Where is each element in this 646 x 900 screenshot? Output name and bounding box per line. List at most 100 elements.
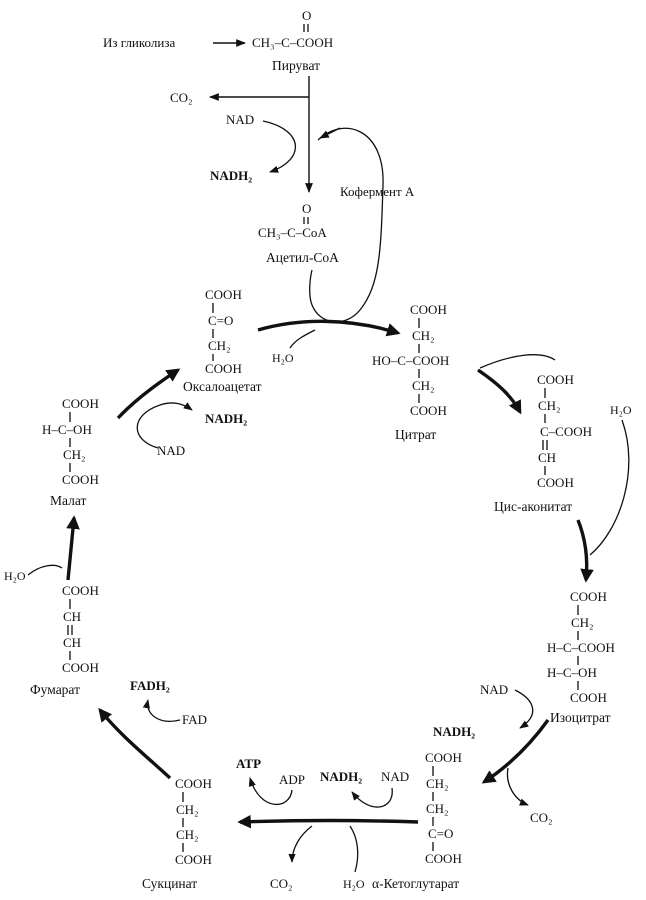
ketoglutarate-line-2: CH₂ — [426, 776, 449, 791]
cis-aconitate-line-4: CH — [538, 450, 556, 465]
malate-line-3: CH₂ — [63, 447, 86, 462]
citrate-name: Цитрат — [395, 427, 436, 442]
fumarate-line-2: CH — [63, 609, 81, 624]
pyruvate-section: Из гликолиза O CH₃–C–COOH Пируват CO₂ NA… — [103, 8, 415, 323]
pyruvate-formula: CH₃–C–COOH — [252, 35, 333, 50]
cis-aconitate-name: Цис-аконитат — [494, 499, 572, 514]
h2o-label-ketoglutarate: H₂O — [343, 877, 365, 891]
nad-label-malate: NAD — [157, 443, 185, 458]
citrate-line-4: CH₂ — [412, 378, 435, 393]
fumarate-molecule: COOH CH CH COOH Фумарат — [30, 583, 99, 697]
malate-name: Малат — [50, 493, 86, 508]
h2o-label-citrate: H₂O — [272, 351, 294, 365]
citrate-line-2: CH₂ — [412, 328, 435, 343]
nadh2-label-top: NADH₂ — [210, 168, 252, 183]
fadh2-label: FADH₂ — [130, 678, 170, 693]
succinate-molecule: COOH CH₂ CH₂ COOH Сукцинат — [142, 776, 212, 891]
oxaloacetate-line-2: C=O — [208, 313, 233, 328]
pyruvate-name: Пируват — [272, 58, 320, 73]
citrate-line-1: COOH — [410, 302, 447, 317]
h2o-label-cis: H₂O — [610, 403, 632, 417]
oxaloacetate-to-citrate-arrow — [257, 319, 401, 337]
oxaloacetate-line-1: COOH — [205, 287, 242, 302]
isocitrate-line-3: H–C–COOH — [547, 640, 615, 655]
isocitrate-line-2: CH₂ — [571, 615, 594, 630]
ketoglutarate-line-3: CH₂ — [426, 801, 449, 816]
co2-label-ketoglutarate: CO₂ — [270, 876, 293, 891]
citrate-line-5: COOH — [410, 403, 447, 418]
fad-reduction-curve — [142, 699, 181, 722]
acetyl-coa-formula: CH₃–C–CoA — [258, 225, 327, 240]
ketoglutarate-line-1: COOH — [425, 750, 462, 765]
ketoglutarate-line-5: COOH — [425, 851, 462, 866]
atp-formation-curve — [248, 777, 293, 805]
isocitrate-line-5: COOH — [570, 690, 607, 705]
oxaloacetate-name: Оксалоацетат — [183, 379, 262, 394]
fumarate-line-3: CH — [63, 635, 81, 650]
succinate-line-1: COOH — [175, 776, 212, 791]
h2o-label-fumarate: H₂O — [4, 569, 26, 583]
succinate-to-fumarate-arrow — [98, 707, 172, 780]
isocitrate-to-ketoglutarate-arrow — [481, 719, 550, 784]
cis-aconitate-molecule: COOH CH₂ C–COOH CH COOH Цис-аконитат — [494, 372, 592, 514]
fumarate-line-1: COOH — [62, 583, 99, 598]
ketoglutarate-to-succinate-arrow — [237, 814, 419, 829]
cis-aconitate-to-isocitrate-arrow — [576, 519, 594, 583]
oxaloacetate-line-3: CH₂ — [208, 338, 231, 353]
malate-line-4: COOH — [62, 472, 99, 487]
cis-aconitate-line-2: CH₂ — [538, 398, 561, 413]
nad-label-ketoglutarate: NAD — [381, 769, 409, 784]
nad-reduction-curve — [262, 120, 297, 173]
isocitrate-molecule: COOH CH₂ H–C–COOH H–C–OH COOH Изоцитрат — [547, 589, 615, 725]
coenzyme-a-loop — [309, 127, 384, 323]
acetyl-oxygen: O — [302, 201, 311, 216]
citrate-line-3: HO–C–COOH — [372, 353, 449, 368]
malate-line-1: COOH — [62, 396, 99, 411]
succinate-line-3: CH₂ — [176, 827, 199, 842]
succinate-line-2: CH₂ — [176, 802, 199, 817]
co2-label-top: CO₂ — [170, 90, 193, 105]
atp-label: ATP — [236, 756, 261, 771]
fad-label: FAD — [182, 712, 207, 727]
oxaloacetate-molecule: COOH C=O CH₂ COOH Оксалоацетат — [183, 287, 262, 394]
acetyl-coa-name: Ацетил-CoA — [266, 250, 339, 265]
cis-aconitate-line-5: COOH — [537, 475, 574, 490]
coenzyme-a-label: Кофермент А — [340, 184, 415, 199]
ketoglutarate-line-4: C=O — [428, 826, 453, 841]
isocitrate-line-4: H–C–OH — [547, 665, 597, 680]
nad-reduction-curve-isocitrate — [514, 689, 534, 729]
coenzyme-a-return-arrow — [319, 127, 341, 139]
nad-reduction-curve-malate — [136, 402, 193, 449]
adp-label: ADP — [279, 772, 305, 787]
co2-label-isocitrate: CO₂ — [530, 810, 553, 825]
succinate-name: Сукцинат — [142, 876, 197, 891]
oxaloacetate-line-4: COOH — [205, 361, 242, 376]
isocitrate-name: Изоцитрат — [550, 710, 611, 725]
malate-line-2: H–C–OH — [42, 422, 92, 437]
cis-aconitate-line-3: C–COOH — [540, 424, 592, 439]
nad-label-top: NAD — [226, 112, 254, 127]
citrate-to-cis-aconitate-arrow — [477, 368, 522, 415]
isocitrate-line-1: COOH — [570, 589, 607, 604]
h2o-uptake-curve-ketoglutarate — [349, 825, 359, 873]
h2o-uptake-curve-fumarate — [27, 564, 63, 576]
cis-aconitate-line-1: COOH — [537, 372, 574, 387]
h2o-uptake-curve-isocitrate — [589, 419, 630, 556]
malate-molecule: COOH H–C–OH CH₂ COOH Малат — [42, 396, 99, 508]
from-glycolysis-label: Из гликолиза — [103, 35, 175, 50]
pyruvate-oxygen: O — [302, 8, 311, 23]
h2o-release-curve-cis — [479, 354, 556, 369]
ketoglutarate-molecule: COOH CH₂ CH₂ C=O COOH α-Кетоглутарат — [372, 750, 462, 891]
fumarate-line-4: COOH — [62, 660, 99, 675]
nad-label-isocitrate: NAD — [480, 682, 508, 697]
co2-release-curve-ketoglutarate — [288, 825, 313, 863]
fumarate-to-malate-arrow — [66, 515, 80, 581]
succinate-line-4: COOH — [175, 852, 212, 867]
ketoglutarate-name: α-Кетоглутарат — [372, 876, 459, 891]
nad-reduction-curve-ketoglutarate — [351, 787, 393, 808]
co2-release-curve-isocitrate — [506, 767, 529, 806]
citrate-molecule: COOH CH₂ HO–C–COOH CH₂ COOH Цитрат — [372, 302, 449, 442]
nadh2-label-ketoglutarate: NADH₂ — [320, 769, 362, 784]
